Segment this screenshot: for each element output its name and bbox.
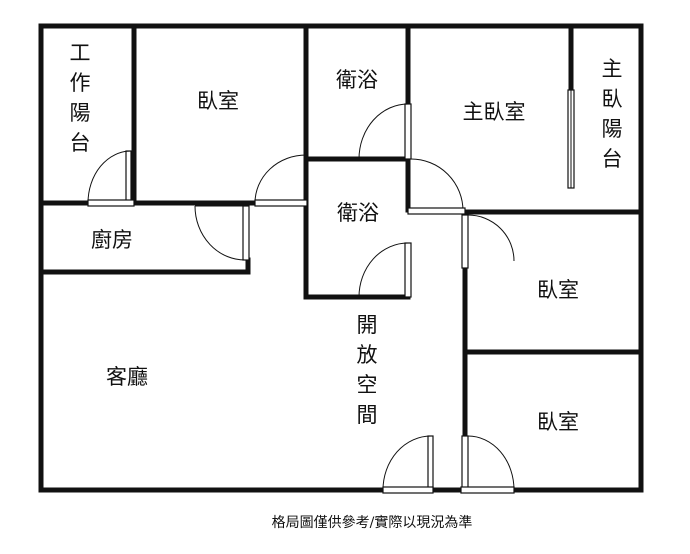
door-kitchen — [194, 205, 250, 261]
label-char: 陽 — [602, 117, 623, 141]
label-char: 工 — [70, 41, 91, 65]
door-entrance — [382, 435, 434, 494]
label-kitchen: 廚房 — [91, 228, 133, 252]
label-bath-lower: 衛浴 — [337, 201, 379, 225]
label-char: 作 — [70, 71, 91, 95]
disclaimer-caption: 格局圖僅供參考/實際以現況為準 — [272, 514, 473, 531]
label-char: 主 — [602, 57, 623, 81]
door-bedroom-right-mid — [461, 214, 515, 269]
label-char: 間 — [357, 403, 378, 427]
outer-walls — [38, 23, 644, 493]
room-labels: 工作陽台 臥室 衛浴 主臥室 主臥陽台 廚房 衛浴 臥室 客廳 開放空間 臥室 — [70, 41, 623, 434]
label-bedroom-right-bottom: 臥室 — [537, 410, 579, 434]
balcony-sliding-door — [567, 89, 575, 189]
door-bedroom-right-bottom — [460, 435, 515, 494]
label-bath-upper: 衛浴 — [336, 68, 378, 92]
label-living-room: 客廳 — [106, 365, 148, 389]
label-char: 放 — [357, 343, 378, 367]
door-bedroom-top — [254, 154, 308, 207]
door-work-balcony — [87, 150, 135, 207]
label-char: 台 — [70, 131, 91, 155]
door-bath-lower — [358, 242, 412, 298]
label-char: 臥 — [602, 87, 623, 111]
label-open-space: 開放空間 — [357, 313, 378, 427]
interior-walls — [38, 23, 644, 439]
label-bedroom-right-mid: 臥室 — [537, 278, 579, 302]
door-bath-corridor — [407, 158, 466, 215]
label-char: 空 — [357, 373, 378, 397]
door-bath-upper — [358, 103, 412, 160]
label-work-balcony: 工作陽台 — [70, 41, 91, 155]
label-char: 開 — [357, 313, 378, 337]
label-master-bedroom: 主臥室 — [463, 100, 526, 124]
label-master-balcony: 主臥陽台 — [602, 57, 623, 171]
label-bedroom-top: 臥室 — [197, 89, 239, 113]
label-char: 陽 — [70, 101, 91, 125]
label-char: 台 — [602, 147, 623, 171]
